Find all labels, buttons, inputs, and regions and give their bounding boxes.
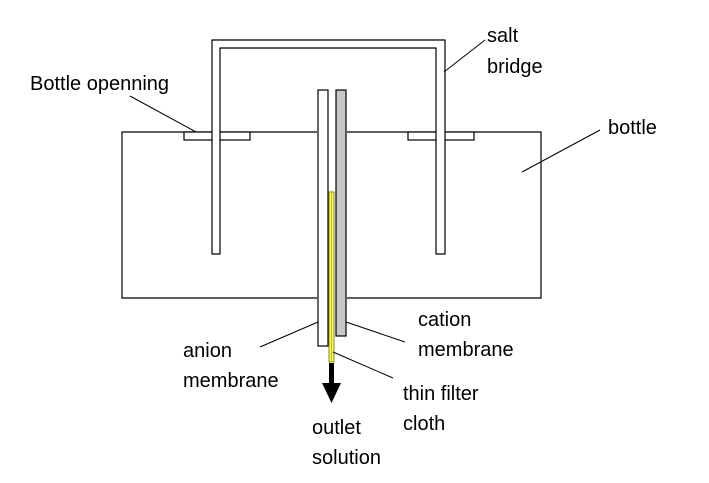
- label-solution: solution: [312, 447, 381, 469]
- label-outlet: outlet: [312, 417, 361, 439]
- outlet-arrow-head: [322, 383, 341, 403]
- salt-bridge: [211, 39, 446, 255]
- outlet-arrow-shaft: [329, 363, 334, 383]
- anion-membrane: [317, 89, 329, 347]
- leader-salt-bridge: [443, 39, 486, 73]
- leader-bottle: [521, 129, 601, 173]
- leader-anion-membrane: [259, 321, 319, 348]
- label-cation: cation: [418, 309, 471, 331]
- label-bottle: bottle: [608, 117, 657, 139]
- label-anion: anion: [183, 340, 232, 362]
- label-salt: salt: [487, 25, 519, 47]
- label-anion-membrane: membrane: [183, 370, 279, 392]
- label-thin-filter: thin filter: [403, 383, 479, 405]
- leader-cation-membrane: [345, 321, 406, 343]
- leader-bottle-opening: [129, 95, 197, 133]
- label-bridge: bridge: [487, 56, 543, 78]
- label-cloth: cloth: [403, 413, 445, 435]
- label-bottle-opening: Bottle openning: [30, 73, 169, 95]
- leader-filter-cloth: [332, 351, 394, 379]
- cation-membrane: [335, 89, 347, 337]
- label-cation-membrane: membrane: [418, 339, 514, 361]
